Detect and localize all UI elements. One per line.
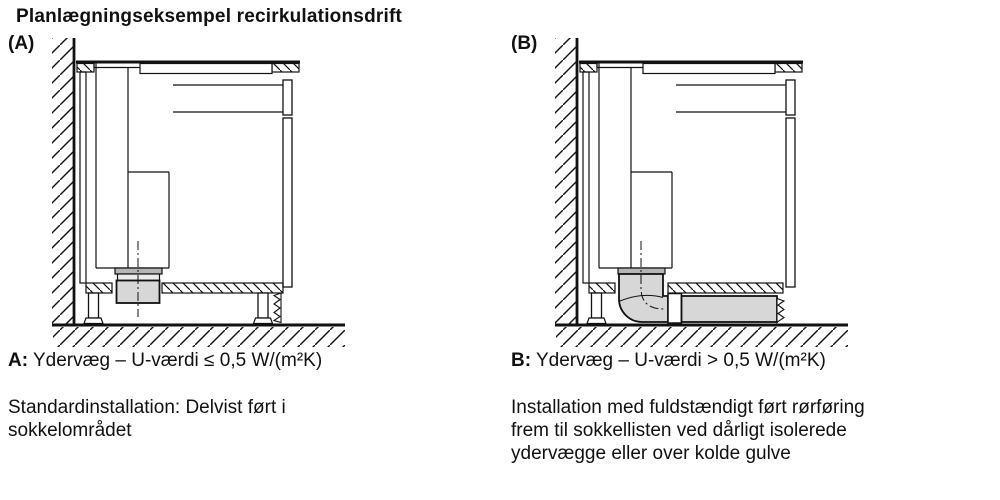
diagram-a-description-line-2: sokkelområdet xyxy=(8,420,132,441)
diagram-b-caption-text: Ydervæg – U-værdi > 0,5 W/(m²K) xyxy=(536,350,826,371)
diagram-a-label: (A) xyxy=(8,33,35,54)
diagram-b-caption: B: Ydervæg – U-værdi > 0,5 W/(m²K) xyxy=(511,350,826,372)
diagram-b-label: (B) xyxy=(511,33,538,54)
diagram-b-description-line-2: frem til sokkellisten ved dårligt isoler… xyxy=(511,420,847,441)
diagram-a-caption: A: Ydervæg – U-værdi ≤ 0,5 W/(m²K) xyxy=(8,350,322,372)
diagram-a-caption-prefix: A: xyxy=(8,350,29,371)
diagram-b-caption-prefix: B: xyxy=(511,350,532,371)
diagram-a-description-line-1: Standardinstallation: Delvist ført i xyxy=(8,397,286,418)
diagram-b-variant xyxy=(617,241,786,324)
installation-diagrams xyxy=(50,36,850,349)
diagram-b-description: Installation med fuldstændigt ført rørfø… xyxy=(511,396,961,465)
diagram-b-description-line-3: ydervægge eller over kolde gulve xyxy=(511,443,791,464)
duct-centerline xyxy=(640,241,665,310)
diagram-a-caption-text: Ydervæg – U-værdi ≤ 0,5 W/(m²K) xyxy=(33,350,323,371)
diagram-a xyxy=(50,36,347,349)
duct-elbow xyxy=(618,273,669,323)
cabinet-bottom-right xyxy=(161,282,284,294)
cabinet-bottom-right xyxy=(667,282,784,294)
page-title: Planlægningseksempel recirkulationsdrift xyxy=(16,6,402,27)
plinth-board-cutout xyxy=(776,297,786,324)
plinth-board-cutout xyxy=(272,292,282,324)
diagram-a-description: Standardinstallation: Delvist ført i sok… xyxy=(8,396,438,442)
diagram-b-description-line-1: Installation med fuldstændigt ført rørfø… xyxy=(511,397,865,418)
diagram-a-variant xyxy=(114,241,284,326)
duct-connector xyxy=(667,292,683,324)
right-leg xyxy=(257,292,269,319)
right-leg-foot xyxy=(252,317,274,325)
diagram-b xyxy=(553,36,850,349)
plinth-duct-run xyxy=(680,295,778,323)
